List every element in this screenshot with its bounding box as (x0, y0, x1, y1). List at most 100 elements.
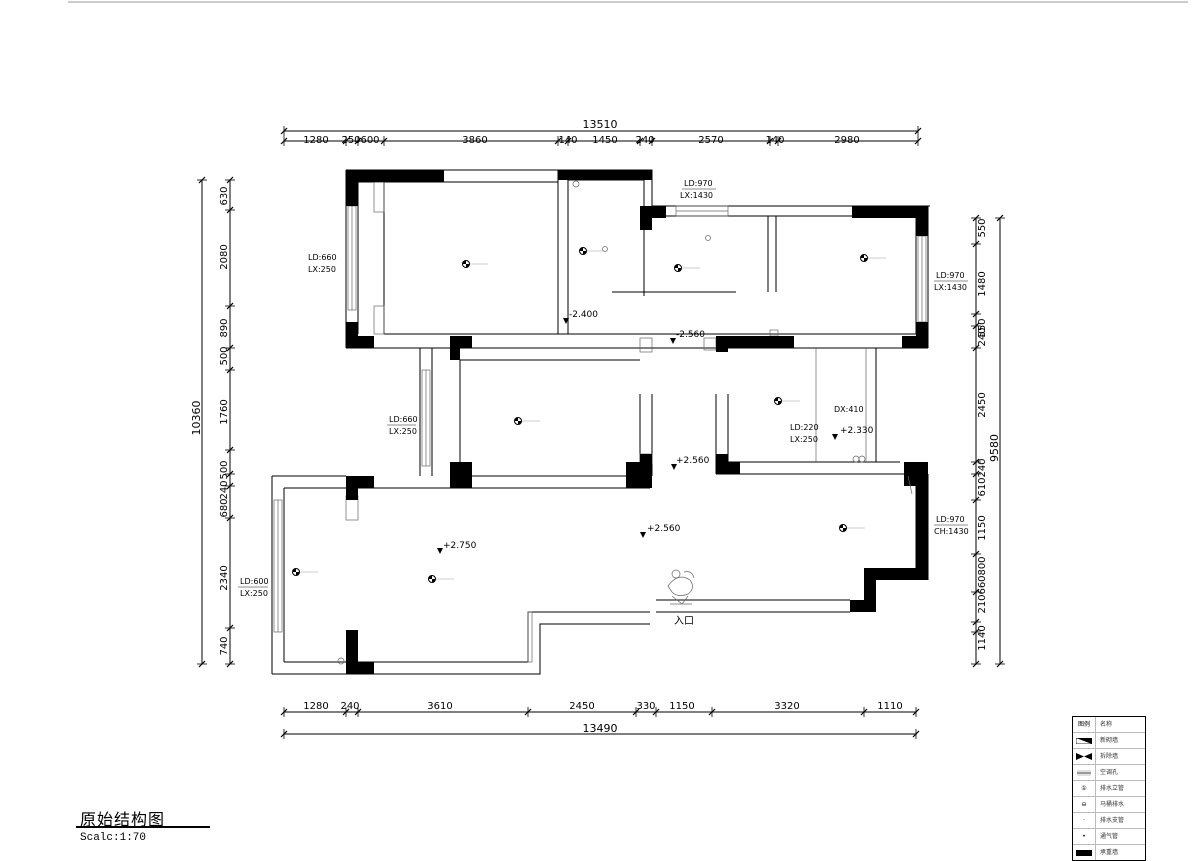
legend-table: 图例 名称 新砌墙 拆除墙 空调孔 ① 排水立管 ⊖ 马桶排水 · 排水支管 •… (1072, 716, 1146, 861)
window-label-ld: LD:600 (240, 577, 269, 586)
legend-header-label: 名称 (1100, 720, 1113, 728)
dimension-label: 1760 (219, 399, 230, 424)
entrance-label: 入口 (674, 616, 694, 627)
ceiling-lamp-icon (860, 254, 886, 262)
dimension-label: 890 (219, 318, 230, 337)
window-label-ch: CH:1430 (934, 527, 969, 536)
dimension-label: 1150 (669, 701, 694, 712)
dimension-label: 660 (977, 575, 988, 594)
drawing-scale: Scalc:1:70 (80, 832, 147, 844)
ceiling-lamp-icon (292, 568, 318, 576)
dimension-label: 680 (219, 498, 230, 517)
dimension-label: 610 (977, 477, 988, 496)
legend-row: 新砌墙 (1073, 733, 1145, 749)
legend-row: ⊖ 马桶排水 (1073, 797, 1145, 813)
dimension-label: 740 (219, 636, 230, 655)
dimension-label: 2340 (219, 565, 230, 590)
demolish-wall-icon (1073, 749, 1096, 764)
dimension-label: 1450 (592, 135, 617, 146)
dimension-label: 250 (341, 135, 360, 146)
legend-header-row: 图例 名称 (1073, 717, 1145, 733)
dimension-label: 240 (219, 480, 230, 499)
dimension-label: 140 (765, 135, 784, 146)
dimension-label: 2450 (977, 392, 988, 417)
legend-label: 空调孔 (1100, 768, 1119, 776)
fixtures (337, 180, 913, 665)
dimension-label: 2450 (569, 701, 594, 712)
walls (271, 169, 930, 675)
dimension-label: 1110 (877, 701, 902, 712)
ceiling-lamps (292, 247, 886, 583)
dimension-label: 500 (219, 460, 230, 479)
dimension-top-total: 13510 (583, 118, 618, 131)
ceiling-lamp-icon (774, 397, 800, 405)
window-label-ld: LD:970 (936, 271, 965, 280)
window-label-lx: LX:1430 (934, 283, 967, 292)
dimension-label: 210 (977, 594, 988, 613)
dimension-label: 2080 (219, 244, 230, 269)
legend-label: 排水支管 (1100, 816, 1125, 824)
dimension-label: 240 (635, 135, 654, 146)
dimension-right-total: 9580 (988, 434, 1001, 462)
window-label-ld: LD:970 (936, 515, 965, 524)
dimension-left-total: 10360 (190, 401, 203, 436)
window-label-lx: LX:250 (308, 265, 336, 274)
window-label-lx: LX:250 (389, 427, 417, 436)
ac-hole-icon (1073, 765, 1096, 780)
dimension-left: 10360 630 2080 890 500 1760 500 240 680 … (190, 176, 235, 668)
dimension-label: 240 (977, 327, 988, 346)
dimension-label: 2570 (698, 135, 723, 146)
level-label: -2.560 (676, 330, 705, 340)
level-label: +2.750 (443, 541, 477, 551)
level-markers: -2.400 -2.560 +2.560 +2.330 +2.560 +2.75… (437, 310, 874, 554)
dimension-label: 500 (219, 346, 230, 365)
dimension-bottom: 1280 240 3610 2450 330 1150 3320 1110 13… (280, 701, 920, 739)
ceiling-lamp-icon (428, 575, 454, 583)
dimension-label: 600 (360, 135, 379, 146)
level-label: +2.330 (840, 426, 874, 436)
legend-label: 承重墙 (1100, 848, 1119, 856)
load-bearing-walls (346, 170, 928, 674)
dimension-label: 1280 (303, 701, 328, 712)
load-bearing-wall-icon (1073, 845, 1096, 860)
legend-label: 马桶排水 (1100, 800, 1125, 808)
legend-label: 拆除墙 (1100, 752, 1119, 760)
legend-header-symbol: 图例 (1073, 717, 1096, 732)
dimension-top: 13510 1280 250 600 3860 140 1450 240 257… (280, 118, 922, 146)
dimension-label: 3610 (427, 701, 452, 712)
legend-label: 通气管 (1100, 832, 1119, 840)
window-label-lx: LX:250 (790, 435, 818, 444)
ceiling-lamp-icon (839, 524, 865, 532)
legend-row: ① 排水立管 (1073, 781, 1145, 797)
dimension-label: 240 (977, 458, 988, 477)
new-wall-icon (1073, 733, 1096, 748)
legend-label: 新砌墙 (1100, 736, 1119, 744)
drawing-title: 原始结构图 (80, 810, 166, 829)
dimension-label: 2980 (834, 135, 859, 146)
dimension-label: 3320 (774, 701, 799, 712)
vent-pipe-icon: • (1073, 829, 1096, 844)
window-label-lx: LX:1430 (680, 191, 713, 200)
legend-row: 拆除墙 (1073, 749, 1145, 765)
entrance-door-icon (667, 569, 695, 605)
ceiling-lamp-icon (514, 417, 540, 425)
ceiling-lamp-icon (579, 247, 605, 255)
dimension-label: 240 (340, 701, 359, 712)
dimension-label: 330 (636, 701, 655, 712)
title-underline (76, 826, 210, 828)
window-label-ld: LD:970 (684, 179, 713, 188)
legend-label: 排水立管 (1100, 784, 1125, 792)
dimension-label: 140 (558, 135, 577, 146)
toilet-drain-icon: ⊖ (1073, 797, 1096, 812)
ceiling-lamp-icon (674, 264, 700, 272)
drain-pipe-icon: ① (1073, 781, 1096, 796)
dimension-right: 9580 550 1480 240 550 2450 240 610 1150 … (971, 214, 1005, 668)
window-label-lx: LX:250 (240, 589, 268, 598)
dimension-label: 800 (977, 556, 988, 575)
dimension-label: 3860 (462, 135, 487, 146)
dimension-bottom-total: 13490 (583, 722, 618, 735)
ceiling-lamp-icon (462, 260, 488, 268)
dimension-label: 550 (977, 318, 988, 337)
level-label: +2.560 (647, 524, 681, 534)
